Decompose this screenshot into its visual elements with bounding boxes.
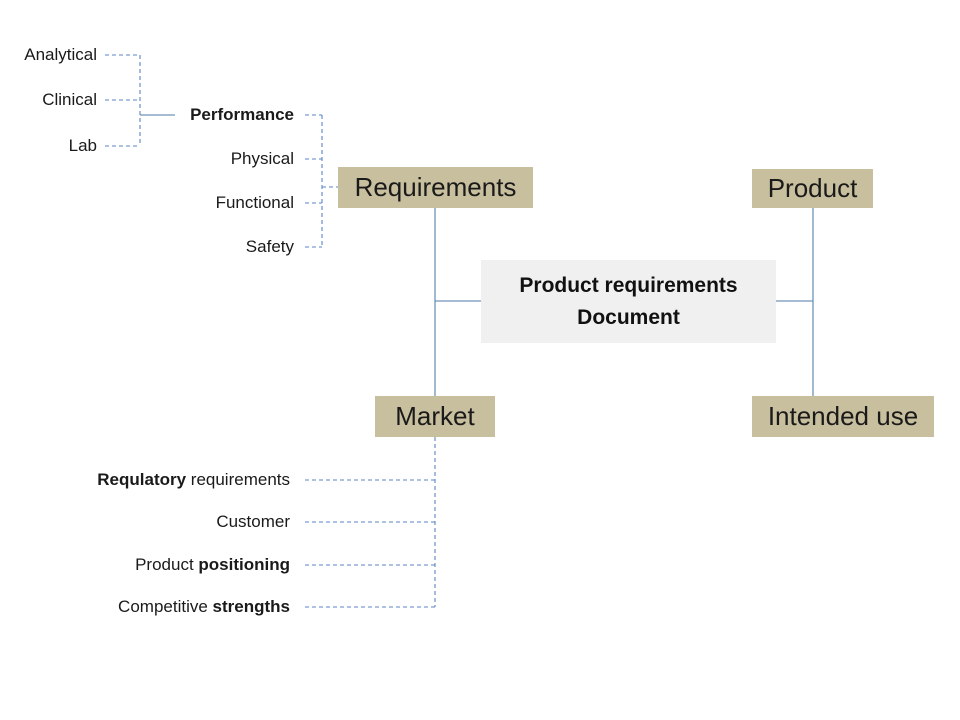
safety-label: Safety xyxy=(245,237,294,256)
competitive-bold-text: strengths xyxy=(212,597,290,616)
analytical-label: Analytical xyxy=(24,45,97,64)
market-label: Market xyxy=(395,401,475,431)
market-node: Market xyxy=(375,396,495,437)
product-requirements-document-box: Product requirements Document xyxy=(481,260,776,343)
physical-label: Physical xyxy=(230,149,294,168)
competitive-strengths-label: Competitive strengths xyxy=(118,597,290,617)
product-node: Product xyxy=(752,169,873,208)
customer-label: Customer xyxy=(216,512,290,531)
regulatory-rest-text: requirements xyxy=(186,470,290,489)
competitive-plain-text: Competitive xyxy=(118,597,213,616)
requirements-node: Requirements xyxy=(338,167,533,208)
center-title-line1: Product requirements xyxy=(519,273,738,297)
regulatory-requirements-label: Requlatory requirements xyxy=(97,470,290,490)
intended-use-label: Intended use xyxy=(767,401,919,431)
requirements-label: Requirements xyxy=(354,172,517,202)
intended-use-node: Intended use xyxy=(752,396,934,437)
center-title-line2: Document xyxy=(577,305,680,329)
positioning-bold-text: positioning xyxy=(198,555,290,574)
product-label: Product xyxy=(767,173,858,203)
product-positioning-label: Product positioning xyxy=(135,555,290,575)
lab-label: Lab xyxy=(68,136,97,155)
performance-label: Performance xyxy=(190,105,294,124)
functional-label: Functional xyxy=(215,193,294,212)
clinical-label: Clinical xyxy=(42,90,97,109)
positioning-plain-text: Product xyxy=(135,555,199,574)
regulatory-bold-text: Requlatory xyxy=(97,470,187,489)
